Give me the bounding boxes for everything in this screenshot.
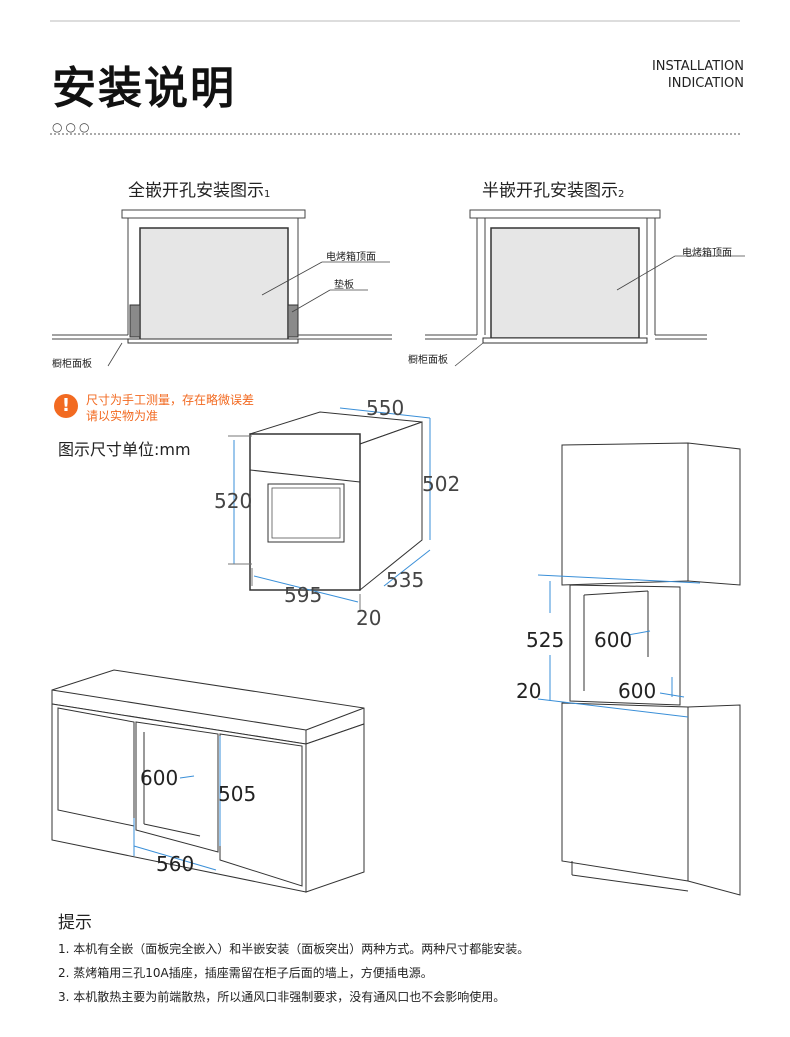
- tip-item-1: 1. 本机有全嵌（面板完全嵌入）和半嵌安装（面板突出）两种方式。两种尺寸都能安装…: [58, 942, 530, 956]
- fig2-label-oven-top: 电烤箱顶面: [682, 248, 732, 259]
- dim-base-width: 560: [156, 852, 195, 876]
- oven-door-window: [267, 483, 345, 543]
- top-divider: [50, 20, 740, 22]
- dim-tall-gap: 20: [516, 679, 542, 703]
- decorative-dots: ○○○: [52, 120, 93, 134]
- oven-dimension-diagram: [228, 407, 431, 612]
- dim-tall-height: 525: [526, 628, 565, 652]
- dim-oven-width-top: 550: [366, 396, 405, 420]
- english-subtitle-line1: INSTALLATION: [651, 59, 744, 74]
- fig1-label-panel: 橱柜面板: [52, 359, 92, 370]
- tip-item-3: 3. 本机散热主要为前端散热，所以通风口非强制要求，没有通风口也不会影响使用。: [58, 990, 506, 1004]
- fig1-diagram: [52, 209, 392, 367]
- tip-item-2: 2. 蒸烤箱用三孔10A插座，插座需留在柜子后面的墙上，方便插电源。: [58, 966, 433, 980]
- fig1-pad-right: [287, 304, 299, 338]
- dim-tall-width-upper: 600: [594, 628, 633, 652]
- fig2-title: 半嵌开孔安装图示2: [482, 176, 624, 201]
- dim-base-depth: 600: [140, 766, 179, 790]
- fig1-title: 全嵌开孔安装图示1: [128, 176, 270, 201]
- base-cabinet-diagram: [51, 669, 365, 893]
- fig2-number: 2: [618, 189, 625, 200]
- dim-oven-height-right: 502: [422, 472, 461, 496]
- fig2-oven-body: [490, 227, 640, 339]
- fig1-oven-body: [139, 227, 289, 341]
- dim-oven-width-front: 595: [284, 583, 323, 607]
- fig1-label-pad: 垫板: [334, 280, 354, 291]
- english-subtitle-line2: INDICATION: [667, 76, 744, 91]
- fig2-diagram: [425, 209, 745, 367]
- fig1-title-text: 全嵌开孔安装图示: [128, 181, 264, 201]
- dim-oven-height-left: 520: [214, 489, 253, 513]
- warning-text: 尺寸为手工测量，存在略微误差 请以实物为准: [86, 392, 254, 424]
- warning-line2: 请以实物为准: [86, 409, 159, 423]
- unit-label: 图示尺寸单位:mm: [58, 440, 191, 459]
- fig1-pad-left: [129, 304, 141, 338]
- warning-icon: !: [54, 394, 78, 418]
- warning-line1: 尺寸为手工测量，存在略微误差: [86, 393, 255, 407]
- dim-oven-panel: 20: [356, 606, 382, 630]
- fig2-title-text: 半嵌开孔安装图示: [482, 181, 618, 201]
- english-subtitle: INSTALLATION INDICATION: [652, 58, 744, 92]
- fig1-label-oven-top: 电烤箱顶面: [326, 252, 376, 263]
- tall-cabinet-diagram: [537, 442, 741, 896]
- dim-base-height: 505: [218, 782, 257, 806]
- dim-oven-depth: 535: [386, 568, 425, 592]
- fig1-number: 1: [264, 189, 271, 200]
- dim-tall-width-lower: 600: [618, 679, 657, 703]
- page-title: 安装说明: [52, 63, 236, 114]
- tips-title: 提示: [58, 913, 92, 933]
- header-divider: [50, 133, 742, 135]
- fig2-label-panel: 橱柜面板: [408, 355, 448, 366]
